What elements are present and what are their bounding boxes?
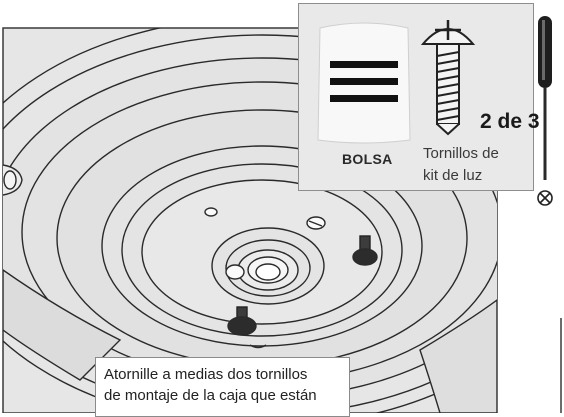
hardware-bag-icon	[317, 22, 411, 144]
screw-label: Tornillos de kit de luz	[423, 143, 533, 187]
screw-label-line: Tornillos de	[423, 145, 499, 162]
mounting-screw	[352, 235, 378, 266]
plate-hole	[204, 207, 218, 217]
bag-count-label: 2 de 3	[480, 110, 540, 133]
caption-line: de montaje de la caja que están	[104, 387, 317, 404]
caption-line: Atornille a medias dos tornillos	[104, 366, 308, 383]
screw-icon	[420, 20, 476, 136]
phillips-head-icon	[537, 190, 553, 206]
screw-label-line: kit de luz	[423, 167, 483, 184]
bag-label: BOLSA	[342, 151, 393, 167]
mounting-screw	[227, 306, 257, 336]
screwdriver-icon	[538, 16, 552, 180]
instruction-caption: Atornille a medias dos tornillos de mont…	[95, 357, 350, 417]
